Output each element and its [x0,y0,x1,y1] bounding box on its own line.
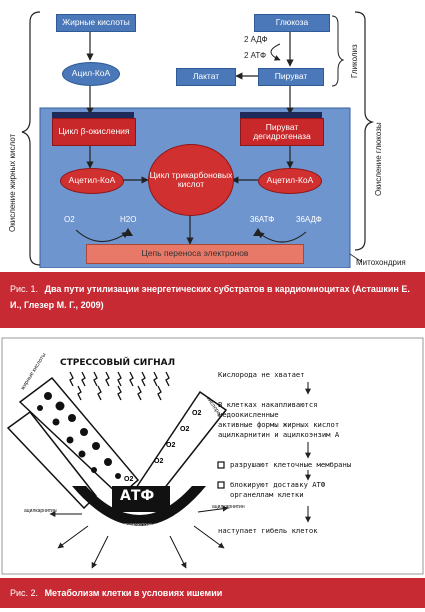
electron-transport-chain: Цепь переноса электронов [86,244,304,264]
figure-2-caption-text: Метаболизм клетки в условиях ишемии [44,588,223,598]
atp-label: 2 АТФ [244,51,267,60]
glycolysis-brace [331,15,345,87]
o2-mark-3: O2 [166,442,176,449]
figure-2-graphics [1,337,424,575]
acyl-coa-ellipse: Ацил-КоА [62,62,120,86]
beta-oxidation-box: Цикл β-окисления [52,118,136,146]
bullet-1 [217,461,225,469]
fa-oxidation-label: Окисление жирных кислот [8,133,17,232]
tca-cycle-ellipse: Цикл трикарбоновых кислот [148,144,234,216]
figure-1: Жирные кислоты Глюкоза Ацил-КоА 2 АДФ 2 … [0,0,425,268]
flow-line-2a: В клетках накапливаются [218,400,318,409]
mitochondria-label: Митохондрия [356,258,406,267]
o2-mark-5: O2 [124,476,134,483]
left-brace [21,11,41,266]
o2-mark-4: O2 [154,458,164,465]
figure-1-caption: Рис. 1. Два пути утилизации энергетическ… [0,272,425,328]
o2-label: O2 [64,215,75,224]
atf-arc [72,486,206,526]
glucose-oxidation-label: Окисление глюкозы [374,122,383,196]
flow-line-5: наступает гибель клеток [218,526,318,535]
pdh-strip [240,112,322,118]
figure-2-caption: Рис. 2. Метаболизм клетки в условиях ише… [0,578,425,608]
o2-mark-1: O2 [192,410,202,417]
acylcarnitine-label-1: ацилкарнитин [24,508,57,514]
glycolysis-label: Гликолиз [350,44,359,78]
atf-label: АТФ [120,488,155,504]
acetyl-coa-right: Ацетил-КоА [258,168,322,194]
arc-text: накопление промежуточных продуктов [98,522,180,527]
bullet-2 [217,481,225,489]
acylcarnitine-label-2: ацилкарнитин [212,504,245,510]
beta-strip [52,112,134,118]
flow-line-1: Кислорода не хватает [218,370,305,379]
figure-1-caption-label: Рис. 1. [10,284,39,294]
acetyl-coa-left: Ацетил-КоА [60,168,124,194]
adp36-label: 36АДФ [296,215,322,224]
stress-signal-title: СТРЕССОВЫЙ СИГНАЛ [60,358,176,368]
right-brace [354,11,375,251]
flow-line-4a: блокируют доставку АТФ [230,480,326,489]
fatty-acids-box: Жирные кислоты [56,14,136,32]
pyruvate-box: Пируват [258,68,324,86]
figure-2-caption-label: Рис. 2. [10,588,39,598]
pdh-box: Пируват дегидрогеназа [240,118,324,146]
figure-1-caption-text: Два пути утилизации энергетических субст… [10,284,410,310]
atf-box [112,486,170,512]
h2o-label: H2O [120,215,137,224]
adp-label: 2 АДФ [244,35,268,44]
flow-line-2d: ацилкарнитин и ацилкоэнзим А [218,430,340,439]
flow-line-2b: недоокисленные [218,410,279,419]
glucose-box: Глюкоза [254,14,330,32]
flow-line-2c: активные формы жирных кислот [218,420,340,429]
atp36-label: 36АТФ [250,215,275,224]
figure-2: СТРЕССОВЫЙ СИГНАЛ жирные кислоты кислоро… [0,336,425,576]
flow-line-4b: органеллам клетки [230,490,304,499]
flow-line-3: разрушают клеточные мембраны [230,460,352,469]
o2-mark-2: O2 [180,426,190,433]
lactate-box: Лактат [176,68,236,86]
